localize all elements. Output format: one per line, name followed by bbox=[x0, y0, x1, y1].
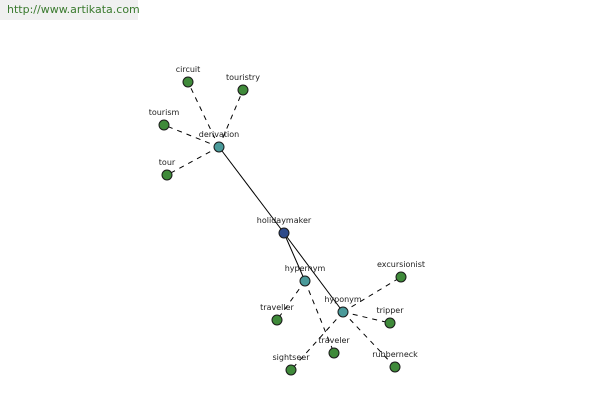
edge-hyponym-sightseer bbox=[290, 311, 344, 371]
node-sightseer[interactable] bbox=[285, 364, 297, 376]
edge-hyponym-excursionist bbox=[342, 276, 402, 313]
source-url-link[interactable]: http://www.artikata.com bbox=[0, 0, 140, 20]
node-circuit[interactable] bbox=[182, 76, 194, 88]
node-label-circuit: circuit bbox=[176, 65, 201, 74]
node-derivation[interactable] bbox=[213, 141, 225, 153]
node-label-traveler: traveler bbox=[318, 336, 350, 345]
edge-holidaymaker-hypernym bbox=[283, 232, 306, 282]
node-label-derivation: derivation bbox=[199, 130, 239, 139]
node-traveler[interactable] bbox=[328, 347, 340, 359]
node-tourism[interactable] bbox=[158, 119, 170, 131]
node-tripper[interactable] bbox=[384, 317, 396, 329]
node-traveller[interactable] bbox=[271, 314, 283, 326]
edge-derivation-circuit bbox=[187, 81, 220, 148]
node-hypernym[interactable] bbox=[299, 275, 311, 287]
node-excursionist[interactable] bbox=[395, 271, 407, 283]
node-label-tripper: tripper bbox=[376, 306, 404, 315]
edge-derivation-touristry bbox=[218, 89, 244, 148]
node-label-holidaymaker: holidaymaker bbox=[257, 216, 312, 225]
node-label-traveller: traveller bbox=[260, 303, 294, 312]
label-layer: holidaymaker derivation hypernym hyponym cir… bbox=[149, 65, 425, 362]
node-label-excursionist: excursionist bbox=[377, 260, 425, 269]
node-label-tourism: tourism bbox=[149, 108, 180, 117]
edge-holidaymaker-hyponym bbox=[283, 232, 344, 313]
edge-hypernym-traveller bbox=[276, 280, 306, 321]
edge-hypernym-traveler bbox=[304, 280, 335, 354]
edge-hyponym-tripper bbox=[342, 311, 391, 324]
node-hyponym[interactable] bbox=[337, 306, 349, 318]
edge-hyponym-rubberneck bbox=[342, 311, 396, 368]
edge-holidaymaker-derivation bbox=[218, 146, 285, 234]
node-holidaymaker[interactable] bbox=[278, 227, 290, 239]
node-tour[interactable] bbox=[161, 169, 173, 181]
node-label-touristry: touristry bbox=[226, 73, 260, 82]
edge-layer bbox=[163, 81, 402, 371]
node-layer bbox=[158, 76, 407, 376]
node-label-hypernym: hypernym bbox=[285, 264, 326, 273]
node-label-sightseer: sightseer bbox=[273, 353, 311, 362]
node-label-hyponym: hyponym bbox=[324, 295, 362, 304]
node-label-tour: tour bbox=[159, 158, 176, 167]
node-label-rubberneck: rubberneck bbox=[372, 350, 418, 359]
node-touristry[interactable] bbox=[237, 84, 249, 96]
node-rubberneck[interactable] bbox=[389, 361, 401, 373]
